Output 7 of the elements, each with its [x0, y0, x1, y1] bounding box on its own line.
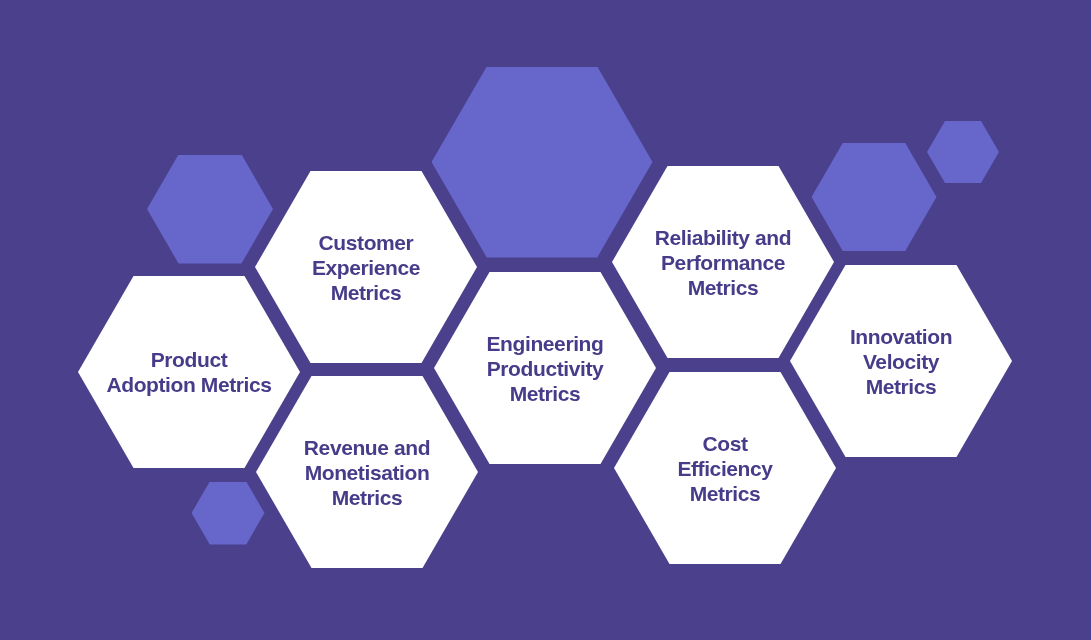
metric-title: Reliability and Performance Metrics	[653, 224, 793, 300]
metric-title: Product Adoption Metrics	[105, 347, 273, 397]
metric-title: Engineering Productivity Metrics	[485, 330, 605, 406]
metric-title: Revenue and Monetisation Metrics	[302, 434, 432, 510]
metric-title: Innovation Velocity Metrics	[848, 323, 954, 399]
metric-title: Cost Efficiency Metrics	[676, 430, 774, 506]
metric-title: Customer Experience Metrics	[310, 229, 422, 305]
